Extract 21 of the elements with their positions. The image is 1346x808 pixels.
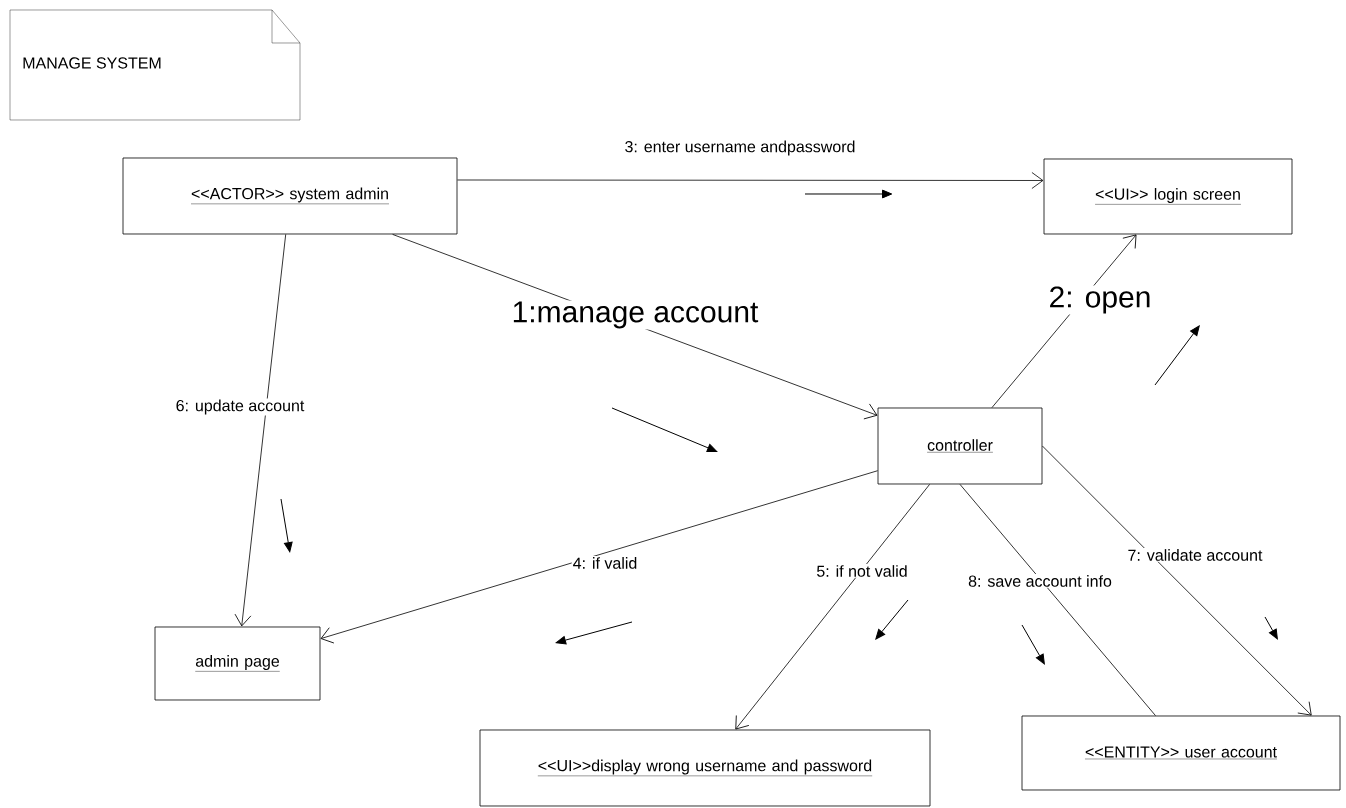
object-box: <<UI>>display wrong username and password (479, 729, 931, 807)
note: MANAGE SYSTEM (9, 9, 301, 121)
object-box: <<UI>> login screen (1043, 158, 1293, 235)
message-label: 3: enter username andpassword (623, 139, 857, 157)
message-label: 1:manage account (510, 300, 760, 330)
object-box: <<ENTITY>> user account (1021, 715, 1341, 791)
message-line (457, 172, 1044, 189)
message-line (959, 484, 1156, 716)
message-label: 2: open (1047, 285, 1153, 315)
message-line (1042, 445, 1312, 716)
message-label: 5: if not valid (815, 564, 909, 578)
message-label: 7: validate account (1126, 548, 1264, 562)
message-label: 4: if valid (571, 556, 639, 570)
object-box: <<ACTOR>> system admin (122, 157, 458, 235)
object-box: admin page (154, 626, 321, 701)
message-label: 8: save account info (967, 574, 1113, 588)
object-box: controller (877, 407, 1043, 485)
message-label: 6: update account (174, 398, 306, 416)
message-line (735, 484, 930, 730)
message-line (320, 470, 878, 644)
message-line (234, 234, 287, 627)
